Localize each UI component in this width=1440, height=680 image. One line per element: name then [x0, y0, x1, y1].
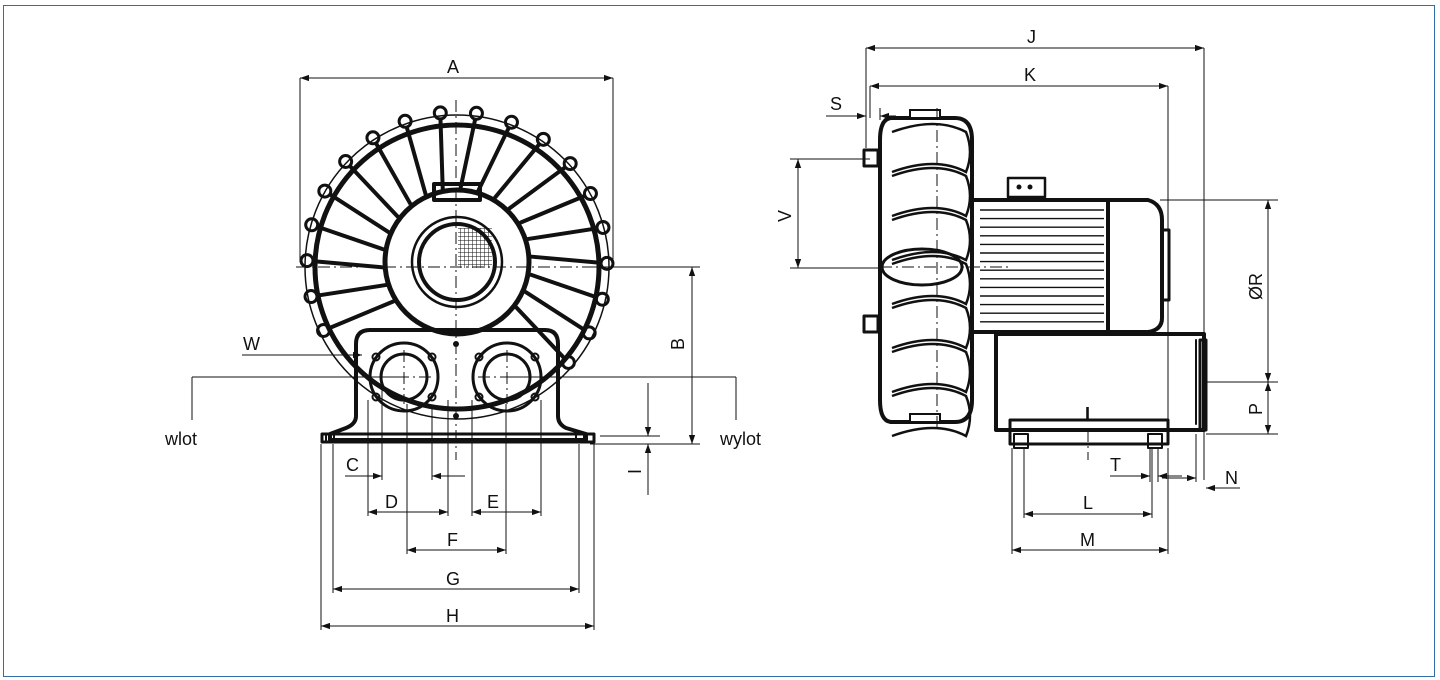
terminal-dot-1: [1016, 184, 1022, 190]
base-block: [328, 328, 588, 442]
fin-tab: [397, 113, 413, 129]
housing-fin: [528, 272, 605, 302]
dim-label-F: F: [447, 530, 458, 550]
fin-tab: [338, 154, 354, 170]
bolt-hole: [371, 392, 381, 402]
foot-right: [1147, 433, 1163, 449]
dim-label-D: D: [385, 492, 398, 512]
housing-rib: [891, 342, 972, 394]
fin-tab: [595, 219, 611, 235]
dim-label-S: S: [830, 94, 842, 114]
silencer-base: [994, 332, 1206, 432]
motor-fan-cover: [1106, 198, 1164, 334]
housing-fin: [523, 290, 592, 335]
housing-fin: [529, 254, 609, 266]
foot-left: [1013, 433, 1029, 449]
front-dimensions: [191, 74, 737, 630]
dim-label-K: K: [1024, 65, 1036, 85]
housing-rib: [891, 166, 972, 218]
fan-grille: [458, 228, 492, 268]
dim-label-N: N: [1225, 468, 1238, 488]
side-dimensions: [790, 44, 1278, 554]
dim-label-V: V: [775, 210, 795, 222]
bolt-hole: [427, 352, 437, 362]
housing-ribs: [891, 109, 972, 438]
inlet-stub-top: [862, 148, 880, 168]
dim-label-M: M: [1080, 530, 1095, 550]
inlet-stub-bottom: [862, 314, 880, 334]
bolt-hole: [474, 392, 484, 402]
dim-label-A: A: [447, 57, 459, 77]
fin-tab: [599, 255, 615, 271]
dim-label-B: B: [668, 338, 688, 350]
dim-label-C: C: [346, 455, 359, 475]
housing-clip: [909, 109, 941, 119]
dim-label-W: W: [243, 334, 260, 354]
housing-rib: [891, 386, 972, 438]
centre-mark: I: [1085, 404, 1090, 424]
outlet-flange: [1198, 338, 1208, 432]
housing-fin: [309, 222, 386, 252]
fan-cover-cap: [1160, 228, 1171, 302]
motor-fins: [980, 209, 1104, 323]
motor-hub-inner: [417, 222, 497, 302]
dim-label-L: L: [1083, 493, 1093, 513]
housing-rib: [891, 210, 972, 262]
housing-fin: [305, 258, 385, 270]
fin-tab: [299, 253, 315, 269]
bolt-hole: [427, 392, 437, 402]
housing-rib: [891, 122, 972, 174]
housing-fin: [526, 225, 605, 241]
dim-label-G: G: [446, 569, 460, 589]
bolt-hole: [371, 352, 381, 362]
motor-body: [970, 198, 1110, 334]
base-foot: [320, 432, 596, 444]
housing-clip: [909, 413, 941, 423]
housing-rib: [891, 298, 972, 350]
dim-label-E: E: [487, 492, 499, 512]
housing-fin: [309, 283, 388, 299]
dim-label-I-front: I: [625, 469, 645, 474]
base-frame: [1008, 418, 1170, 446]
outlet-label: wylot: [719, 429, 761, 449]
drawing-frame: [3, 5, 1435, 677]
bolt-hole: [530, 392, 540, 402]
fin-tab: [365, 130, 381, 146]
fin-tab: [562, 156, 578, 172]
side-view: I: [775, 27, 1278, 554]
bolt-hole: [530, 352, 540, 362]
motor-hub-outer: [382, 187, 532, 337]
motor-hub-ring: [410, 215, 504, 309]
front-view: A B I W wlot wylot C D E F G H: [164, 57, 761, 630]
dim-label-J: J: [1027, 27, 1036, 47]
inlet-label: wlot: [164, 429, 197, 449]
foot-hole-left: [325, 433, 335, 443]
dim-label-T: T: [1110, 455, 1121, 475]
dim-label-R: ØR: [1246, 273, 1266, 300]
housing-fin: [321, 299, 396, 333]
foot-hole-right: [575, 433, 585, 443]
dim-label-P: P: [1246, 403, 1266, 415]
dim-label-H: H: [446, 606, 459, 626]
bolt-hole: [474, 352, 484, 362]
blower-housing: [878, 116, 974, 424]
terminal-box: [1006, 176, 1047, 199]
terminal-dot-2: [1027, 184, 1033, 190]
housing-rib: [891, 254, 972, 306]
fin-tab: [535, 131, 551, 147]
